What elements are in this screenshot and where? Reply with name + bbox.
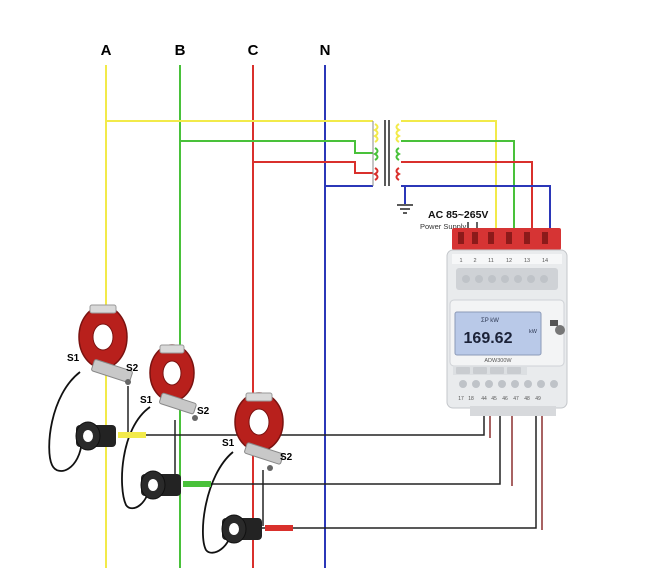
meter-led-indicator xyxy=(550,320,558,326)
phase-label-c: C xyxy=(248,42,259,59)
meter-buttons xyxy=(456,367,521,374)
meter-top-terminal-2: 2 xyxy=(473,258,476,264)
split-core-clamp-b xyxy=(140,470,181,500)
ground-icon xyxy=(397,204,413,214)
energy-meter: 1 2 11 12 13 14 ΣP kW 169.62 kW ADW300W xyxy=(446,228,568,416)
phase-label-a: A xyxy=(101,42,112,59)
clamp-marker-a xyxy=(118,432,146,438)
meter-button-3[interactable] xyxy=(490,367,504,374)
meter-lcd xyxy=(454,311,542,356)
meter-bottom-terminal-18: 18 xyxy=(468,396,474,402)
clamp-marker-c xyxy=(265,525,293,531)
meter-button-2[interactable] xyxy=(473,367,487,374)
meter-top-terminal-13: 13 xyxy=(524,258,530,264)
voltage-tap-c xyxy=(253,161,373,174)
ct-c-s1-label: S1 xyxy=(222,438,235,449)
power-supply-caption: Power Supply xyxy=(420,222,467,231)
meter-top-terminal-14: 14 xyxy=(542,258,548,264)
meter-top-terminal-11: 11 xyxy=(488,258,494,264)
meter-bottom-terminal-44: 44 xyxy=(481,396,487,402)
voltage-tap-b xyxy=(180,140,373,154)
current-transformer-c xyxy=(234,392,284,471)
ct-a-s2-label: S2 xyxy=(126,363,139,374)
ct-a-s1-label: S1 xyxy=(67,353,80,364)
pt-secondary-b xyxy=(401,140,515,232)
ct-cables xyxy=(48,371,234,554)
clamp-marker-b xyxy=(183,481,211,487)
meter-bottom-terminal-strip xyxy=(470,406,556,416)
meter-lcd-reading: 169.62 xyxy=(464,330,513,347)
ct-wire-c-s1 xyxy=(255,416,537,529)
meter-button-4[interactable] xyxy=(507,367,521,374)
phase-label-b: B xyxy=(175,42,186,59)
ct-b-s2-label: S2 xyxy=(197,406,210,417)
potential-transformer xyxy=(373,120,401,186)
ct-secondary-wires xyxy=(118,386,543,530)
ct-b-s1-label: S1 xyxy=(140,395,153,406)
pt-secondary-n xyxy=(401,185,551,232)
pt-secondary-c xyxy=(401,161,533,232)
meter-model: ADW300W xyxy=(484,358,512,364)
meter-lcd-unit: kW xyxy=(529,329,538,335)
meter-button-1[interactable] xyxy=(456,367,470,374)
meter-bottom-vent-row xyxy=(459,380,558,388)
ct-wire-b-s1 xyxy=(183,416,501,485)
meter-top-terminal-1: 1 xyxy=(459,258,462,264)
ct-wire-a-s1 xyxy=(118,416,485,436)
split-core-clamp-c xyxy=(221,514,262,544)
current-transformer-b xyxy=(149,344,198,421)
meter-top-terminal-12: 12 xyxy=(506,258,512,264)
meter-bottom-terminal-47: 47 xyxy=(513,396,519,402)
pt-secondary-a xyxy=(401,120,497,232)
meter-bottom-terminal-46: 46 xyxy=(502,396,508,402)
meter-sensor-knob xyxy=(555,325,565,335)
ct-c-s2-label: S2 xyxy=(280,452,293,463)
current-transformer-a xyxy=(78,304,133,385)
meter-lcd-top: ΣP kW xyxy=(481,318,499,324)
phase-label-n: N xyxy=(320,42,331,59)
power-supply-voltage: AC 85~265V xyxy=(428,209,488,221)
meter-bottom-terminal-45: 45 xyxy=(491,396,497,402)
meter-bottom-terminal-49: 49 xyxy=(535,396,541,402)
split-core-clamp-a xyxy=(75,421,116,451)
meter-bottom-terminal-17: 17 xyxy=(458,396,464,402)
meter-bottom-terminal-48: 48 xyxy=(524,396,530,402)
